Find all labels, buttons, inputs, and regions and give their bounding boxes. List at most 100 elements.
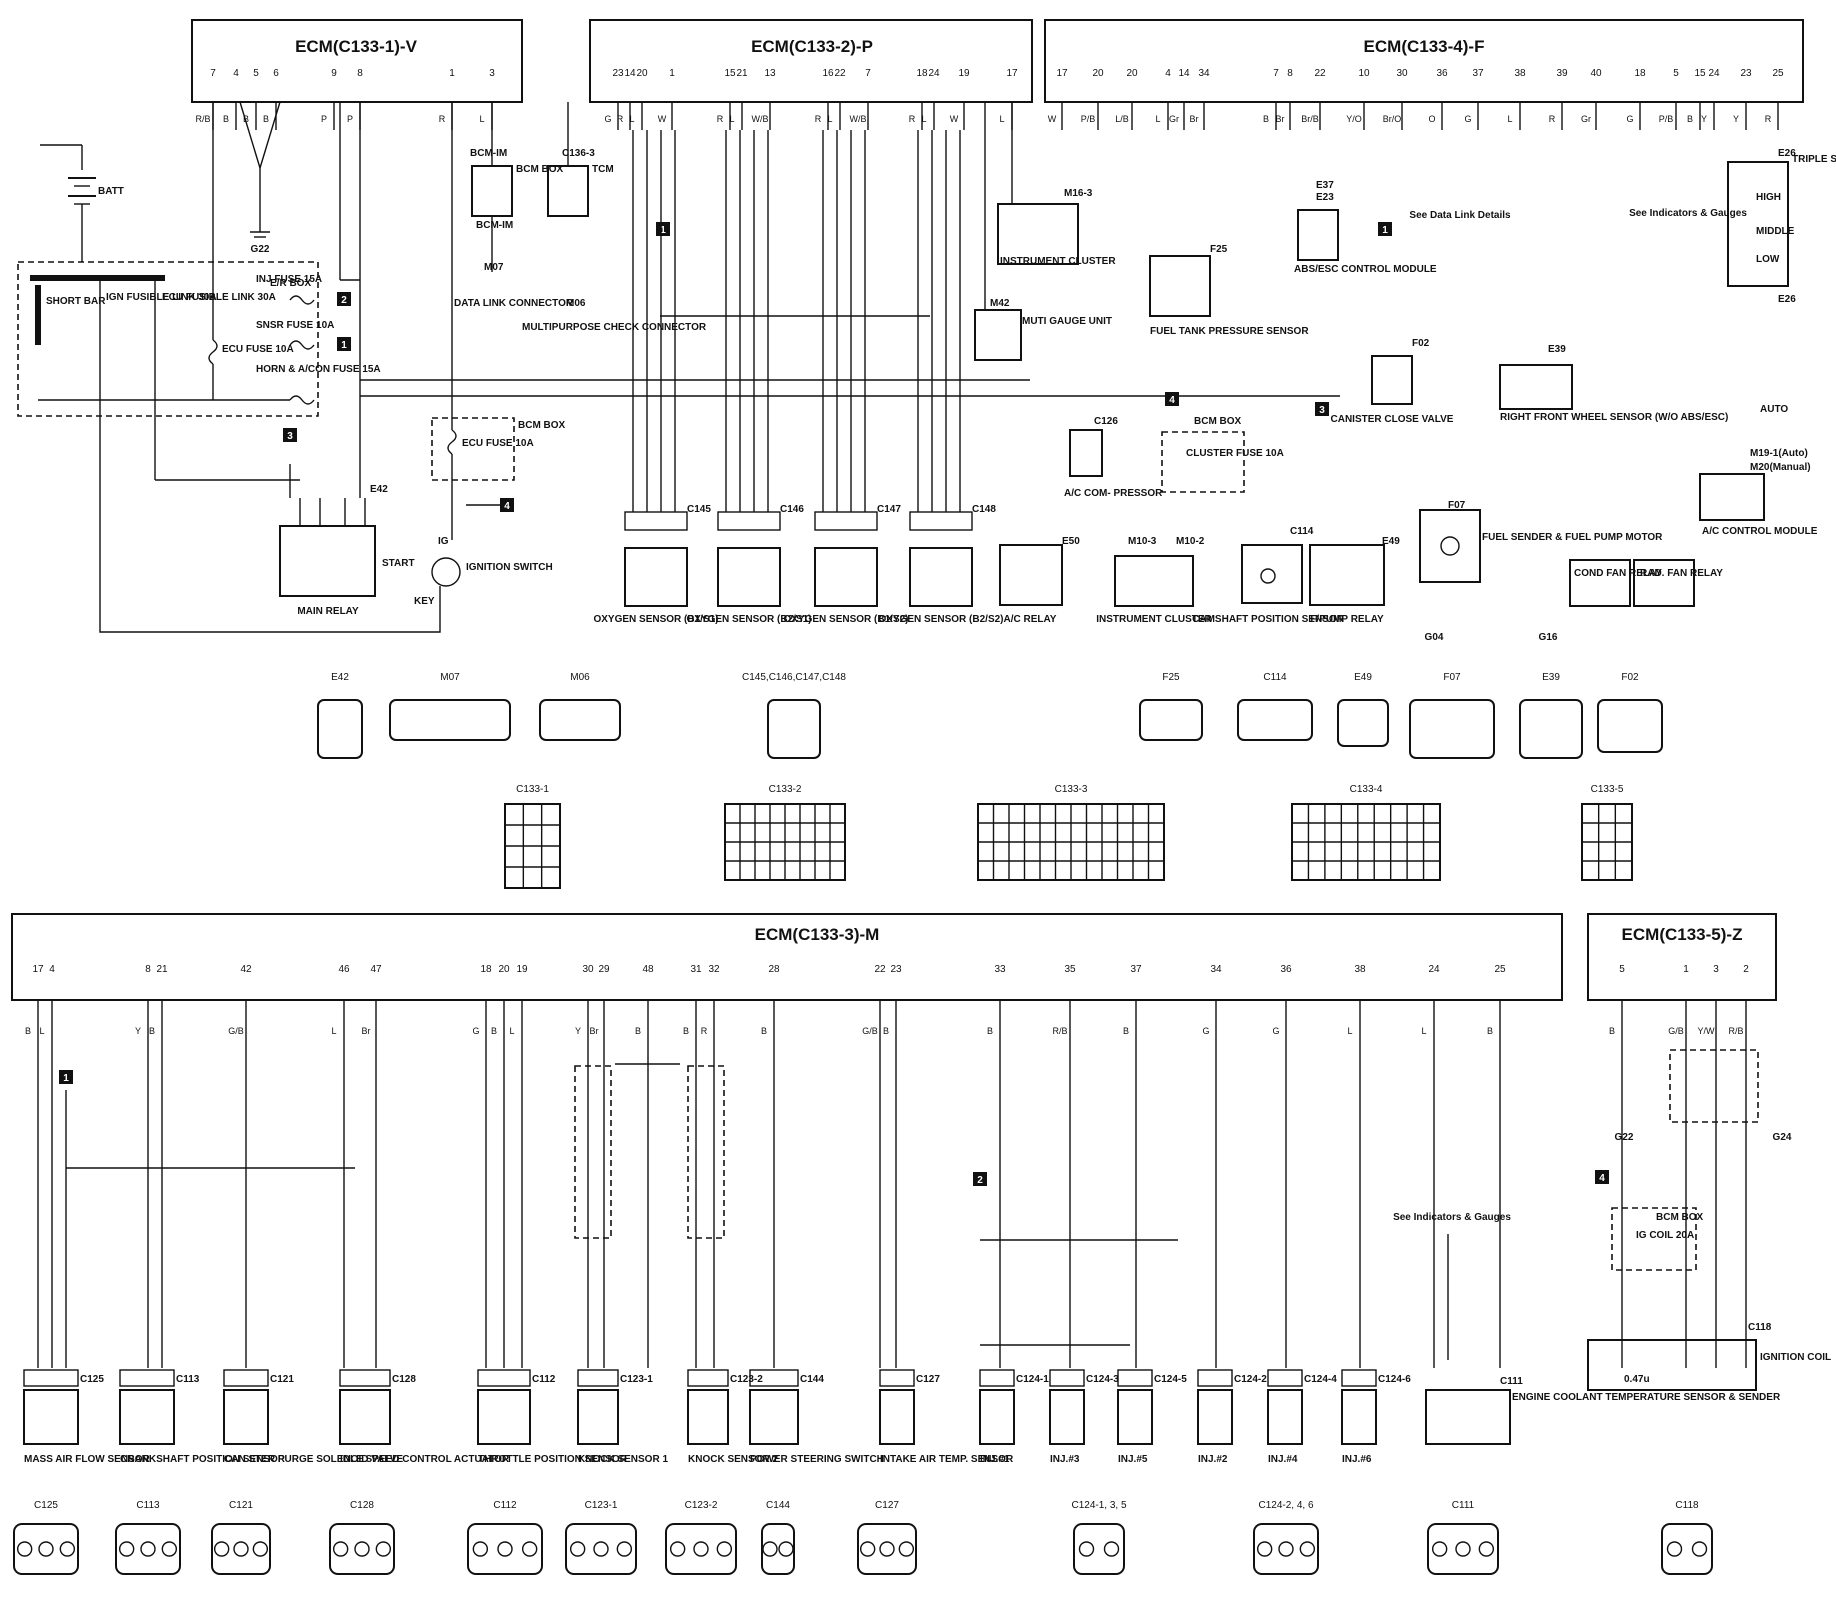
pin-c133_3-4: 42 <box>240 964 252 975</box>
conn-view-bottom-shape-12 <box>1661 1523 1713 1575</box>
bottom-comp-label-2: CAN STER PURGE SOLENOID VALVE <box>224 1454 403 1465</box>
marker-4-bottom: 4 <box>1595 1170 1609 1184</box>
wire-c133_3-5: L <box>331 1026 336 1036</box>
conn-view-top-label-5: C114 <box>1263 672 1287 683</box>
conn-view-bottom-label-6: C123-2 <box>685 1500 718 1511</box>
pin-c133_3-25: 25 <box>1494 964 1506 975</box>
marker-2-bottom: 2 <box>973 1172 987 1186</box>
bottom-comp-conn-13 <box>1267 1369 1303 1387</box>
wire-c133_5-0: B <box>1609 1026 1615 1036</box>
pin-c133_4-14: 39 <box>1556 68 1568 79</box>
wire-c133_4-17: P/B <box>1659 114 1674 124</box>
conn-view-mid-label-1: C133-2 <box>769 784 802 795</box>
c136-label: C136-3 <box>562 148 595 159</box>
fuel-sender-group: FUEL SENDER & FUEL PUMP MOTOR F07 G04 G1… <box>1419 500 1663 643</box>
bottom-comp-conn-label-2: C121 <box>270 1374 294 1385</box>
pin-c133_2-11: 24 <box>928 68 940 79</box>
wire-c133_4-7: Br <box>1276 114 1285 124</box>
bottom-comp-body-4 <box>477 1389 531 1445</box>
pin-c133_3-13: 31 <box>690 964 702 975</box>
bottom-comp-conn-2 <box>223 1369 269 1387</box>
oxygen-sensor-conn-label-3: C148 <box>972 504 996 515</box>
pin-c133_4-1: 20 <box>1092 68 1104 79</box>
wire-c133_3-15: B <box>761 1026 767 1036</box>
bottom-comp-body-12 <box>1197 1389 1233 1445</box>
inst-cluster-label: INSTRUMENT CLUSTER <box>1000 256 1116 267</box>
wire-c133_1-7: L <box>479 114 484 124</box>
pin-c133_2-2: 20 <box>636 68 648 79</box>
pin-c133_4-13: 38 <box>1514 68 1526 79</box>
bottom-comp-body-1 <box>119 1389 175 1445</box>
bottom-comp-conn-3 <box>339 1369 391 1387</box>
bottom-comp-body-9 <box>979 1389 1015 1445</box>
pin-c133_4-15: 40 <box>1590 68 1602 79</box>
pin-c133_4-10: 30 <box>1396 68 1408 79</box>
ecm-c133-4-header: ECM(C133-4)-F <box>1044 19 1804 103</box>
bottom-comp-label-5: KNOCK SENSOR 1 <box>578 1454 668 1465</box>
pin-c133_2-4: 15 <box>724 68 736 79</box>
wire-c133_1-0: R/B <box>195 114 210 124</box>
tcm-label: TCM <box>592 164 614 175</box>
bottom-comp-body-5 <box>577 1389 619 1445</box>
g22-bottom-label: G22 <box>1615 1132 1634 1143</box>
conn-view-bottom-shape-4 <box>467 1523 543 1575</box>
conn-view-bottom-label-4: C112 <box>493 1500 517 1511</box>
wire-c133_4-1: P/B <box>1081 114 1096 124</box>
ecm-c133-4-title: ECM(C133-4)-F <box>1364 37 1485 56</box>
bottom-comp-label-1: CRANKSHAFT POSITION SENSOR <box>120 1454 286 1465</box>
pin-c133_3-21: 34 <box>1210 964 1222 975</box>
wire-c133_2-2: L <box>629 114 634 124</box>
wire-c133_1-2: B <box>243 114 249 124</box>
wire-c133_3-6: Br <box>362 1026 371 1036</box>
svg-text:2: 2 <box>341 295 347 306</box>
conn-view-top-label-4: F25 <box>1162 672 1180 683</box>
oxygen-sensor-body-0 <box>624 547 688 607</box>
wire-c133_3-12: B <box>635 1026 641 1036</box>
pin-c133_5-2: 3 <box>1713 964 1719 975</box>
pin-c133_4-4: 14 <box>1178 68 1190 79</box>
camshaft-label: CAMSHAFT POSITION SENSOR <box>1192 614 1344 625</box>
bottom-comp-conn-label-3: C128 <box>392 1374 416 1385</box>
pin-c133_5-1: 1 <box>1683 964 1689 975</box>
e37-label: E37 <box>1316 180 1334 191</box>
bottom-comp-conn-12 <box>1197 1369 1233 1387</box>
conn-view-bottom-shape-9 <box>1073 1523 1125 1575</box>
wire-c133_4-12: G <box>1464 114 1471 124</box>
pin-c133_3-23: 38 <box>1354 964 1366 975</box>
wire-c133_1-4: P <box>321 114 327 124</box>
svg-text:1: 1 <box>1382 225 1388 236</box>
conn-view-bottom-label-12: C118 <box>1675 1500 1699 1511</box>
pin-c133_5-3: 2 <box>1743 964 1749 975</box>
conn-view-bottom-shape-6 <box>665 1523 737 1575</box>
wire-c133_4-21: R <box>1765 114 1772 124</box>
m42-label: M42 <box>990 298 1010 309</box>
wire-c133_3-0: B <box>25 1026 31 1036</box>
conn-view-mid-label-0: C133-1 <box>516 784 549 795</box>
bcm-ecu-fuse-label: ECU FUSE 10A <box>462 438 534 449</box>
ign-link-label: IGN FUSIBLE LINK 30A <box>106 292 217 303</box>
oxygen-sensor-connector-0 <box>624 511 688 531</box>
pin-c133_5-0: 5 <box>1619 964 1625 975</box>
m10-3-label: M10-3 <box>1128 536 1157 547</box>
conn-view-bottom-label-9: C124-1, 3, 5 <box>1071 1500 1126 1511</box>
marker-1-o2: 1 <box>656 222 670 236</box>
e23-label: E23 <box>1316 192 1334 203</box>
bcm-box-2-label: BCM BOX <box>1194 416 1242 427</box>
key-label: KEY <box>414 596 435 607</box>
bottom-comp-body-2 <box>223 1389 269 1445</box>
svg-text:1: 1 <box>660 225 666 236</box>
wire-c133_3-16: G/B <box>862 1026 878 1036</box>
main-relay-box <box>279 525 376 597</box>
pin-c133_3-19: 35 <box>1064 964 1076 975</box>
e26-bottom-label: E26 <box>1778 294 1796 305</box>
pin-c133_3-20: 37 <box>1130 964 1142 975</box>
wheel-sensor-label: RIGHT FRONT WHEEL SENSOR (W/O ABS/ESC) <box>1500 412 1728 423</box>
conn-view-top-shape-4 <box>1139 699 1203 741</box>
bottom-comp-conn-label-8: C127 <box>916 1374 940 1385</box>
pin-c133_4-16: 18 <box>1634 68 1646 79</box>
conn-view-mid-label-3: C133-4 <box>1350 784 1383 795</box>
pin-c133_3-2: 8 <box>145 964 151 975</box>
pin-c133_2-8: 22 <box>834 68 846 79</box>
svg-text:3: 3 <box>1319 405 1325 416</box>
